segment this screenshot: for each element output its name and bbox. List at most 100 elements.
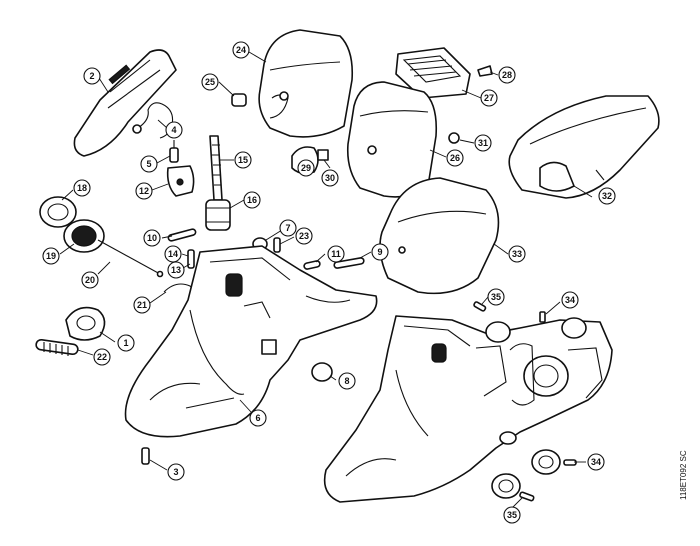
callout-35-upper: 35 — [487, 288, 505, 306]
right-cover-part — [508, 95, 660, 199]
main-housing-part — [124, 245, 378, 438]
callout-8: 8 — [338, 372, 356, 390]
callout-5-label: 5 — [146, 159, 151, 169]
callout-30-label: 30 — [325, 173, 335, 183]
screw-part-9 — [333, 257, 365, 269]
callout-24: 24 — [232, 41, 250, 59]
callout-15: 15 — [234, 151, 252, 169]
callout-9: 9 — [371, 243, 389, 261]
callout-31-label: 31 — [478, 138, 488, 148]
callout-20-label: 20 — [85, 275, 95, 285]
callout-12-label: 12 — [139, 186, 149, 196]
callout-16-label: 16 — [247, 195, 257, 205]
callout-33: 33 — [508, 245, 526, 263]
callout-5: 5 — [140, 155, 158, 173]
clip-part-31 — [448, 132, 460, 144]
bracket-part — [166, 165, 195, 197]
callout-34-lower-label: 34 — [591, 457, 601, 467]
fuel-filter-part — [205, 199, 231, 231]
callout-21-label: 21 — [137, 300, 147, 310]
callout-34-lower: 34 — [587, 453, 605, 471]
callout-27-label: 27 — [484, 93, 494, 103]
screw-plug-part — [231, 93, 247, 107]
callout-4-label: 4 — [171, 125, 176, 135]
buffer-mounted-upper — [485, 311, 587, 343]
callout-28: 28 — [498, 66, 516, 84]
callout-35-upper-label: 35 — [491, 292, 501, 302]
callout-21: 21 — [133, 296, 151, 314]
callout-3-label: 3 — [173, 467, 178, 477]
rod-part — [97, 239, 164, 278]
callout-26: 26 — [446, 149, 464, 167]
callout-23-label: 23 — [299, 231, 309, 241]
buffer-loose-34 — [531, 449, 577, 475]
callout-2-label: 2 — [89, 71, 94, 81]
callout-15-label: 15 — [238, 155, 248, 165]
callout-13: 13 — [167, 261, 185, 279]
callout-9-label: 9 — [377, 247, 382, 257]
callout-32: 32 — [598, 187, 616, 205]
screw-part-23 — [273, 237, 281, 253]
shroud-part — [379, 177, 500, 295]
callout-11-label: 11 — [331, 249, 341, 259]
callout-2: 2 — [83, 67, 101, 85]
callout-13-label: 13 — [171, 265, 181, 275]
callout-12: 12 — [135, 182, 153, 200]
callout-22: 22 — [93, 348, 111, 366]
top-cover-part — [258, 29, 354, 138]
gasket-part — [65, 306, 106, 341]
callout-25-label: 25 — [205, 77, 215, 87]
callout-35-lower: 35 — [503, 506, 521, 524]
callout-19-label: 19 — [46, 251, 56, 261]
leader-lines — [59, 51, 593, 509]
callout-7-label: 7 — [285, 223, 290, 233]
callout-34-upper: 34 — [561, 291, 579, 309]
callout-19: 19 — [42, 247, 60, 265]
callout-18: 18 — [73, 179, 91, 197]
callout-18-label: 18 — [77, 183, 87, 193]
callout-16: 16 — [243, 191, 261, 209]
callout-29: 29 — [297, 159, 315, 177]
callout-7: 7 — [279, 219, 297, 237]
nut-part-28 — [477, 65, 493, 77]
screw-part-5 — [169, 140, 179, 163]
buffer-loose-35 — [491, 473, 535, 502]
callout-8-label: 8 — [344, 376, 349, 386]
pin-part-10 — [167, 228, 197, 242]
screw-part-11 — [303, 260, 321, 270]
callout-23: 23 — [295, 227, 313, 245]
callout-6-label: 6 — [255, 413, 260, 423]
callout-10-label: 10 — [147, 233, 157, 243]
ring-nut-part — [39, 196, 77, 228]
fuel-hose-part — [209, 135, 223, 201]
callout-20: 20 — [81, 271, 99, 289]
callout-33-label: 33 — [512, 249, 522, 259]
callout-4: 4 — [165, 121, 183, 139]
callout-25: 25 — [201, 73, 219, 91]
callout-14-label: 14 — [168, 249, 178, 259]
callout-31: 31 — [474, 134, 492, 152]
middle-cover-part — [346, 81, 438, 198]
pin-part-14 — [187, 249, 195, 269]
callout-3: 3 — [167, 463, 185, 481]
callout-30: 30 — [321, 169, 339, 187]
buffer-part-8 — [311, 362, 333, 382]
callout-29-label: 29 — [301, 163, 311, 173]
callout-27: 27 — [480, 89, 498, 107]
callout-28-label: 28 — [502, 70, 512, 80]
callout-1: 1 — [117, 334, 135, 352]
threaded-rod-part — [35, 338, 79, 356]
callout-11: 11 — [327, 245, 345, 263]
callout-22-label: 22 — [97, 352, 107, 362]
air-filter-screen-part — [395, 47, 471, 99]
callout-14: 14 — [164, 245, 182, 263]
drawing-code: 118ET092 SC — [679, 450, 688, 500]
callout-1-label: 1 — [123, 338, 128, 348]
handle-cover-part — [73, 49, 177, 157]
callout-10: 10 — [143, 229, 161, 247]
screw-part-35-upper — [473, 301, 487, 312]
callout-26-label: 26 — [450, 153, 460, 163]
screw-part-3 — [141, 447, 150, 465]
crankcase-housing-part — [323, 315, 613, 503]
